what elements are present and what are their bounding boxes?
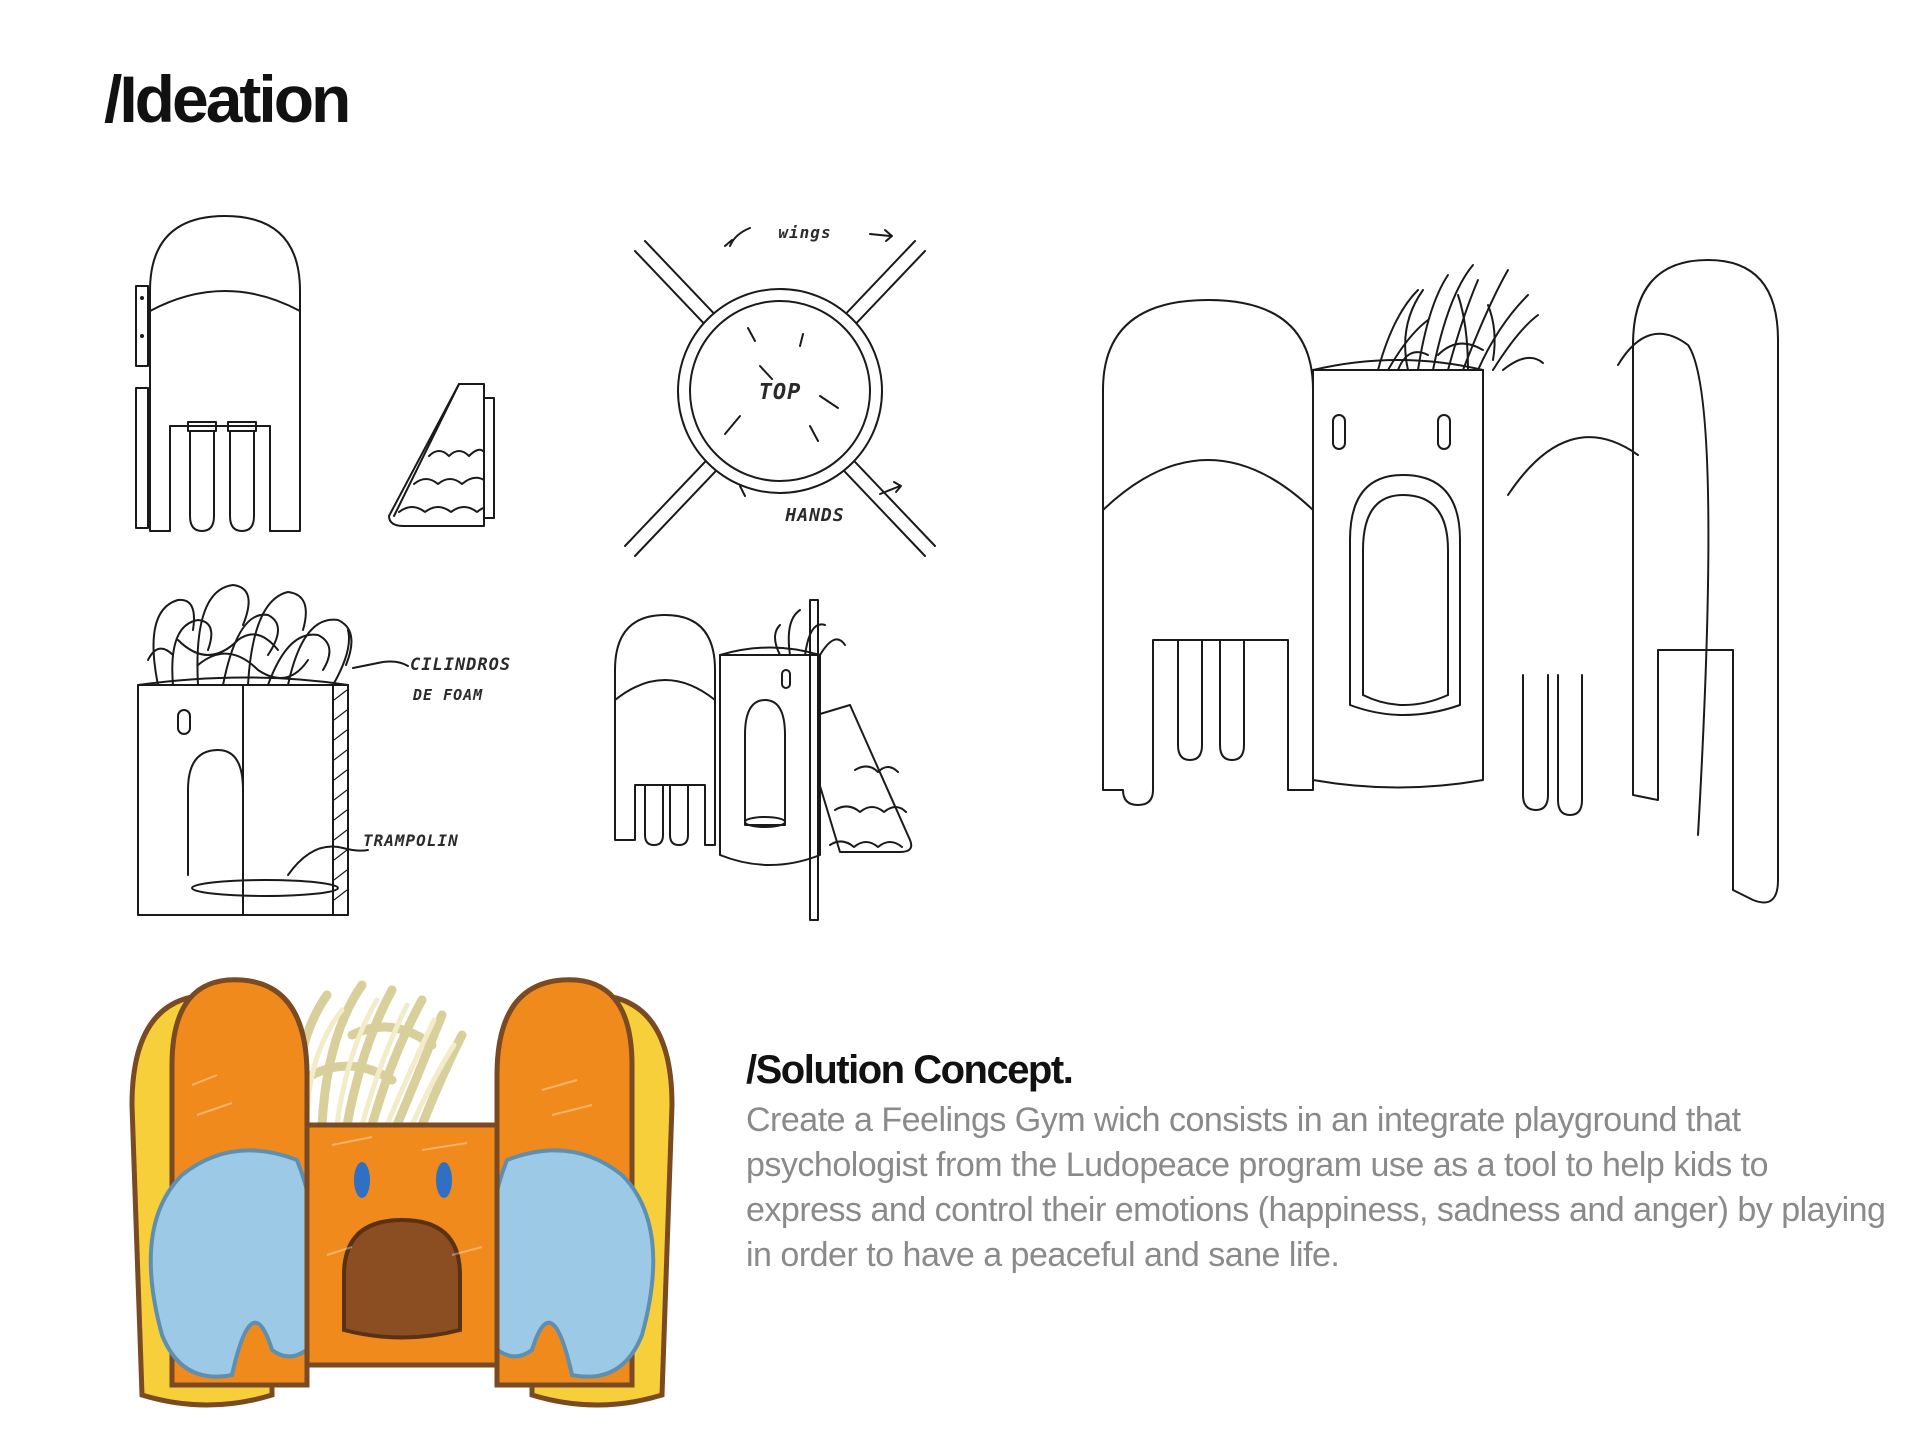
- label-cylinders-2: DE FOAM: [412, 686, 483, 704]
- sketch-side-panel: [135, 215, 301, 532]
- solution-body: Create a Feelings Gym wich consists in a…: [746, 1101, 1886, 1274]
- sketch-assembly: [614, 599, 913, 921]
- sketch-section: CILINDROS DE FOAM TRAMPOLIN: [137, 584, 511, 916]
- label-top: TOP: [759, 380, 802, 405]
- label-cylinders-1: CILINDROS: [410, 655, 511, 675]
- sketch-top-view: TOP wings HANDS: [624, 223, 936, 557]
- label-trampoline: TRAMPOLIN: [363, 831, 459, 850]
- label-hands: HANDS: [784, 505, 844, 526]
- label-wings: wings: [778, 223, 831, 242]
- page-title: /Ideation: [104, 62, 351, 136]
- solution-heading: /Solution Concept.: [746, 1048, 1074, 1092]
- sketch-final-concept: [1102, 259, 1779, 904]
- sketch-slide: [388, 383, 495, 527]
- colored-concept-illustration: [129, 977, 675, 1408]
